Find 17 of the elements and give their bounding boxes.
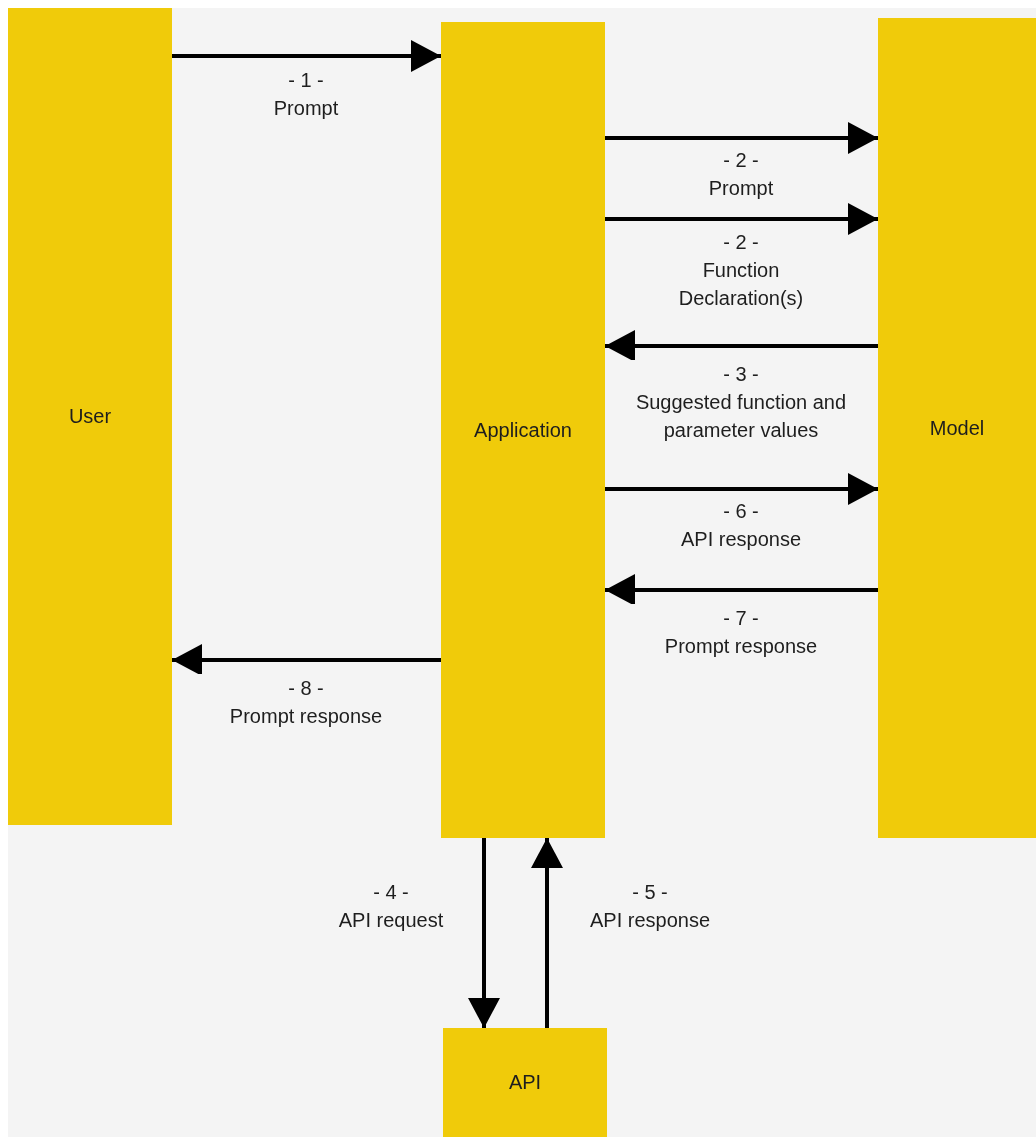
arrow [468,838,500,1028]
arrow [605,203,878,235]
arrow [605,473,878,505]
actor-label: Application [474,418,572,442]
actor-box [878,18,1036,838]
arrow [605,330,878,362]
actor-label: Model [929,416,985,440]
actor-box [443,1028,607,1137]
arrow [172,40,441,72]
arrow [605,574,878,606]
actor-box [8,8,172,825]
arrow [172,644,441,676]
arrow [531,838,563,1028]
actor-box [441,22,605,838]
arrow [605,122,878,154]
actor-label: User [68,405,112,428]
actor-label: API [508,1071,542,1094]
